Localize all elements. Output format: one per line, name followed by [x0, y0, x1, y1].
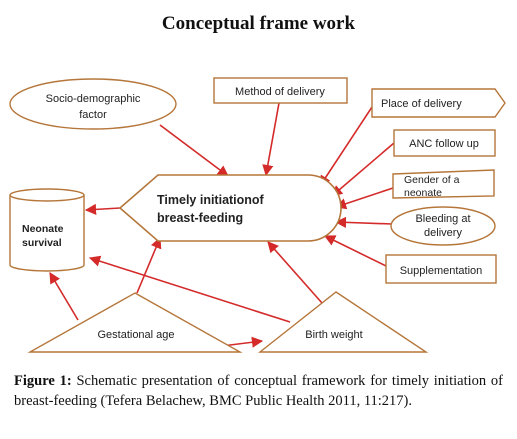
arrow-bleeding-to-timely — [334, 216, 393, 228]
node-supplementation: Supplementation — [385, 254, 497, 284]
node-timely-initiation: Timely initiationof breast-feeding — [118, 174, 342, 242]
arrow-anc-to-timely — [331, 142, 395, 197]
place-label: Place of delivery — [381, 98, 462, 110]
arrow-supplementation-to-timely — [323, 235, 387, 267]
neonate-label-line1: Neonate — [22, 223, 64, 235]
node-socio-demographic: Socio-demographic factor — [9, 78, 177, 130]
neonate-label-line2: survival — [22, 237, 62, 249]
arrow-place-to-timely — [319, 106, 373, 187]
arrow-gestational-to-neonate — [49, 272, 79, 321]
bleeding-label-line1: Bleeding at — [415, 213, 470, 225]
arrow-gestational-to-timely — [136, 236, 162, 294]
socio-label-line2: factor — [79, 109, 107, 121]
node-neonate-survival: Neonate survival — [9, 188, 85, 272]
arrow-birthweight-to-timely — [267, 241, 323, 304]
socio-label-line1: Socio-demographic — [46, 93, 141, 105]
arrow-method-to-timely — [262, 102, 280, 177]
arrow-timely-to-neonate — [84, 203, 121, 215]
timely-label-line2: breast-feeding — [157, 211, 243, 225]
caption-text: Schematic presentation of conceptual fra… — [14, 373, 503, 409]
figure-caption: Figure 1: Schematic presentation of conc… — [14, 371, 503, 411]
gestational-label: Gestational age — [97, 329, 174, 341]
supplementation-label: Supplementation — [400, 265, 483, 277]
arrow-birthweight-to-neonate — [88, 255, 291, 323]
node-gestational-age: Gestational age — [27, 292, 243, 353]
node-gender-of-neonate: Gender of a neonate — [392, 169, 495, 199]
conceptual-framework-diagram: Socio-demographic factor Method of deliv… — [9, 77, 506, 353]
node-method-of-delivery: Method of delivery — [213, 77, 348, 104]
gender-label-line1: Gender of a — [404, 174, 460, 186]
node-anc-follow-up: ANC follow up — [393, 129, 496, 157]
node-birth-weight: Birth weight — [257, 291, 429, 353]
node-place-of-delivery: Place of delivery — [371, 88, 506, 118]
bleeding-label-line2: delivery — [424, 227, 462, 239]
caption-label: Figure 1: — [14, 373, 72, 389]
timely-label-line1: Timely initiationof — [157, 193, 265, 207]
method-label: Method of delivery — [235, 86, 325, 98]
arrow-socio-to-timely — [159, 124, 229, 177]
anc-label: ANC follow up — [409, 138, 479, 150]
arrow-gender-to-timely — [334, 187, 394, 210]
diagram-title: Conceptual frame work — [161, 13, 356, 34]
birthweight-label: Birth weight — [305, 329, 362, 341]
gender-label-line2: neonate — [404, 187, 442, 199]
node-bleeding-at-delivery: Bleeding at delivery — [390, 206, 496, 246]
